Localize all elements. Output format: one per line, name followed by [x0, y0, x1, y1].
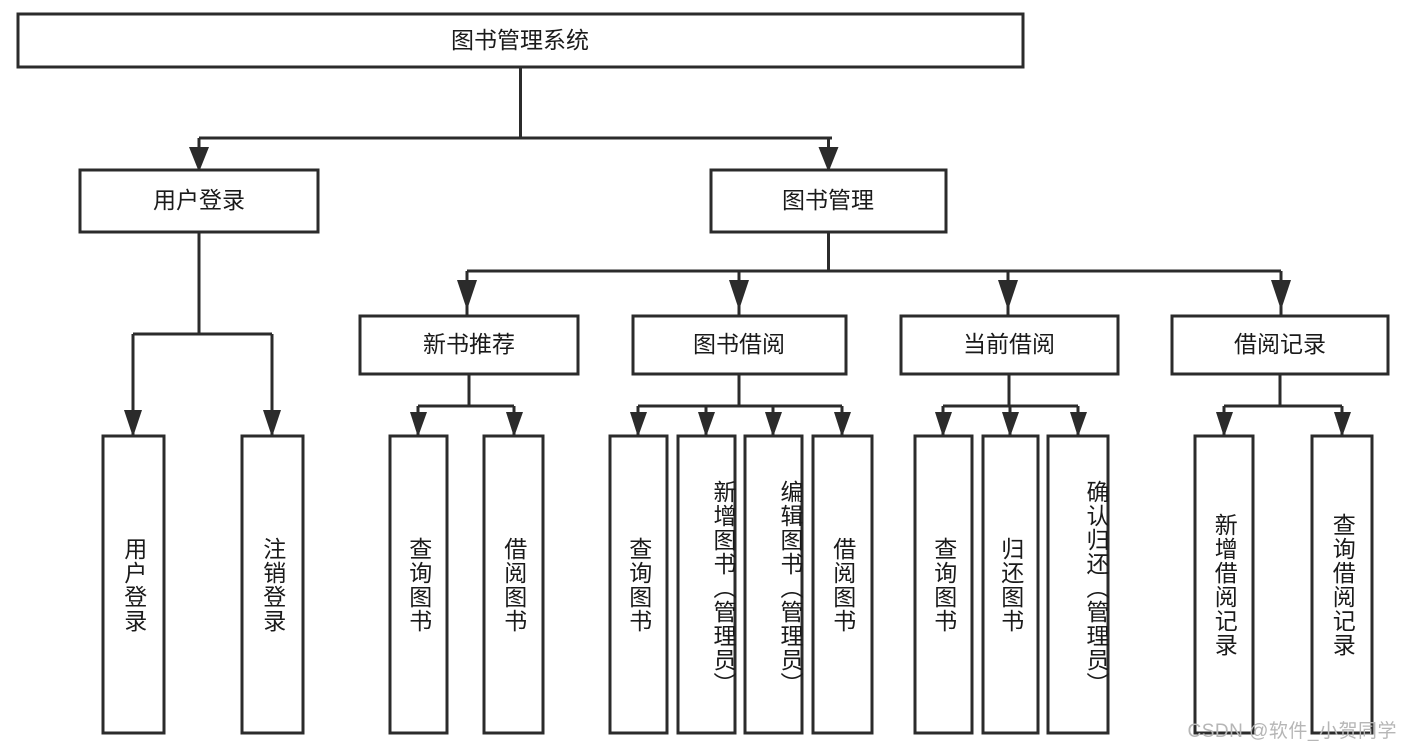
node-box-book-management[interactable]	[709, 168, 948, 234]
leaf-box-layer[interactable]	[101, 434, 1374, 735]
node-book-management[interactable]: 图书管理	[709, 168, 948, 234]
node-box-user-login[interactable]	[78, 168, 320, 234]
arrowhead-to-leaf-8	[834, 412, 851, 437]
node-box-leaf-user-login[interactable]	[101, 434, 166, 735]
arrowhead-to-leaf-6	[698, 412, 715, 437]
arrowhead-to-leaf-3	[410, 412, 427, 437]
node-root-system[interactable]: 图书管理系统	[16, 12, 1025, 69]
node-box-leaf-add-book-admin[interactable]	[676, 434, 737, 735]
connector-borrowrecord-to-leaves	[1222, 374, 1344, 436]
connector-bookmgmt-to-level3-bus	[465, 232, 1283, 316]
node-box-leaf-query-book-2[interactable]	[608, 434, 669, 735]
connector-borrowbook-to-leaves	[636, 374, 844, 436]
node-new-book-recommend[interactable]: 新书推荐	[358, 314, 580, 376]
node-current-borrow[interactable]: 当前借阅	[899, 314, 1120, 376]
node-box-leaf-confirm-return[interactable]	[1046, 434, 1110, 735]
watermark-text: CSDN @软件_小贺同学	[1187, 721, 1397, 742]
arrowhead-to-leaf-12	[1216, 412, 1233, 437]
node-box-new-book-recommend[interactable]	[358, 314, 580, 376]
node-label-new-book-recommend: 新书推荐	[423, 331, 515, 357]
node-user-login[interactable]: 用户登录	[78, 168, 320, 234]
node-book-borrow[interactable]: 图书借阅	[631, 314, 848, 376]
node-box-leaf-logout[interactable]	[240, 434, 305, 735]
connector-layer	[131, 67, 1344, 436]
node-box-leaf-borrow-book-1[interactable]	[482, 434, 545, 735]
arrowhead-layer	[124, 147, 1351, 437]
node-box-leaf-query-book-3[interactable]	[913, 434, 974, 735]
connector-userlogin-to-leaves	[131, 232, 274, 436]
node-box-leaf-borrow-book-2[interactable]	[811, 434, 874, 735]
node-label-borrow-record: 借阅记录	[1234, 331, 1326, 357]
node-box-leaf-edit-book-admin[interactable]	[743, 434, 804, 735]
arrowhead-to-leaf-2	[263, 410, 281, 437]
arrowhead-to-leaf-4	[506, 412, 523, 437]
node-box-leaf-add-record[interactable]	[1193, 434, 1255, 735]
arrowhead-to-leaf-10	[1002, 412, 1019, 437]
node-borrow-record[interactable]: 借阅记录	[1170, 314, 1390, 376]
node-box-book-borrow[interactable]	[631, 314, 848, 376]
arrowhead-to-current-borrow	[998, 280, 1018, 310]
arrowhead-to-leaf-5	[630, 412, 647, 437]
node-label-user-login: 用户登录	[153, 187, 245, 213]
connector-newbook-to-leaves	[416, 374, 516, 436]
arrowhead-to-leaf-1	[124, 410, 142, 437]
arrowhead-to-new-book-recommend	[457, 280, 477, 310]
arrowhead-to-user-login	[189, 147, 209, 172]
node-box-leaf-query-book-1[interactable]	[388, 434, 449, 735]
arrowhead-to-book-management	[818, 147, 839, 172]
node-label-current-borrow: 当前借阅	[963, 331, 1055, 357]
arrowhead-to-book-borrow	[729, 280, 749, 310]
node-box-leaf-query-record[interactable]	[1310, 434, 1374, 735]
arrowhead-to-borrow-record	[1271, 280, 1291, 310]
node-label-root: 图书管理系统	[451, 27, 589, 53]
node-box-current-borrow[interactable]	[899, 314, 1120, 376]
node-label-book-borrow: 图书借阅	[693, 331, 785, 357]
arrowhead-to-leaf-7	[765, 412, 782, 437]
arrowhead-to-leaf-11	[1070, 412, 1087, 437]
node-box-leaf-return-book[interactable]	[981, 434, 1040, 735]
node-box-root[interactable]	[16, 12, 1025, 69]
node-box-borrow-record[interactable]	[1170, 314, 1390, 376]
connector-root-to-level2-bus	[197, 67, 832, 170]
arrowhead-to-leaf-9	[935, 412, 952, 437]
node-label-book-management: 图书管理	[782, 187, 874, 213]
arrowhead-to-leaf-13	[1334, 412, 1351, 437]
